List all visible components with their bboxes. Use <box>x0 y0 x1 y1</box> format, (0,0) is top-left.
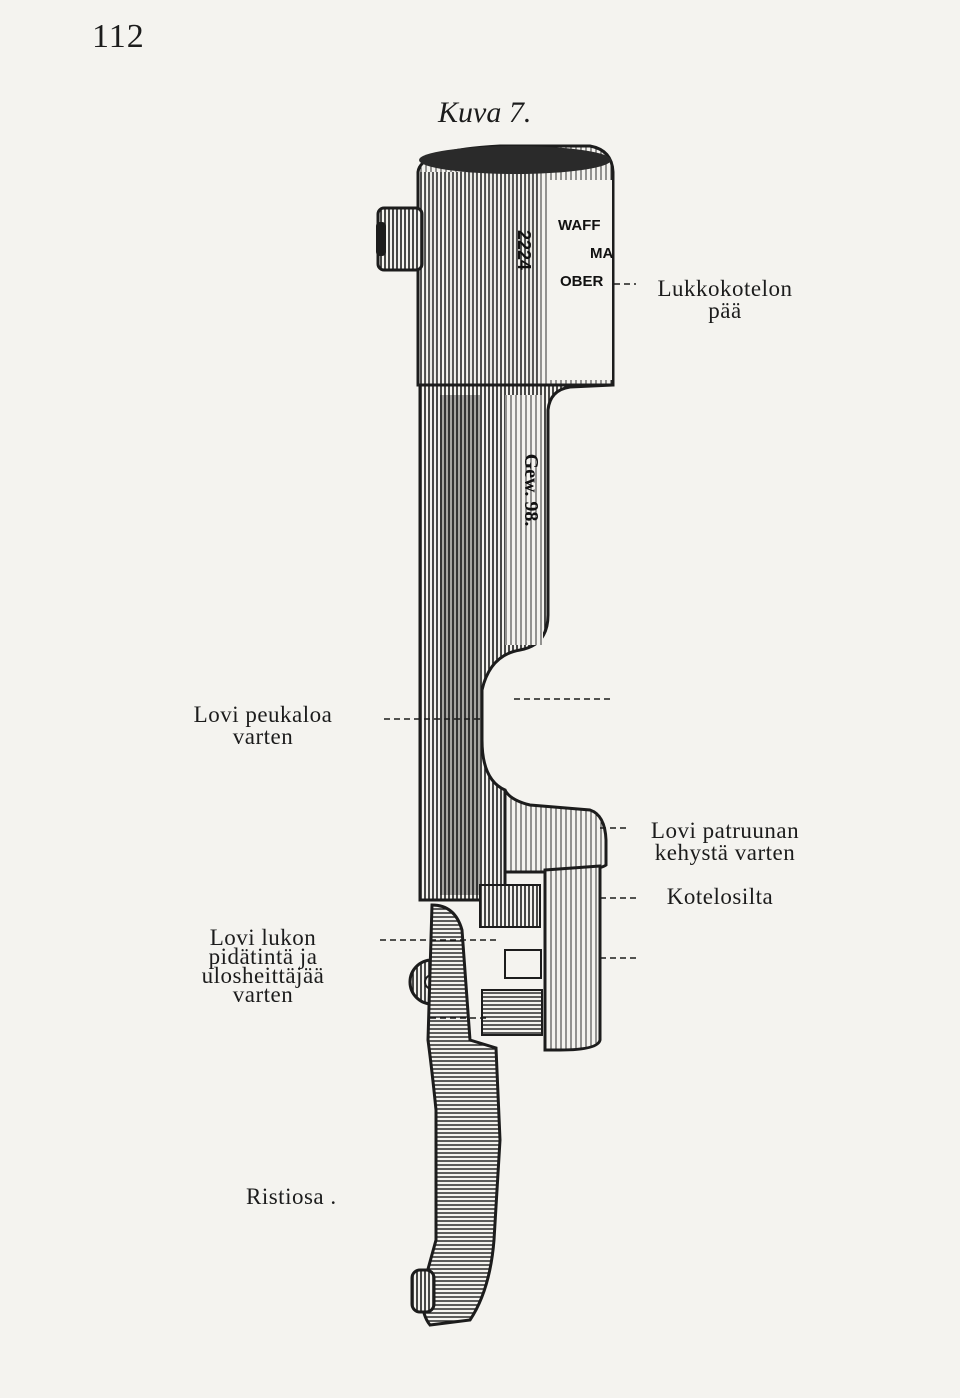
label-line: Lovi patruunan <box>650 818 800 843</box>
label-line: Lovi lukon <box>209 925 317 950</box>
label-line: Lovi peukaloa <box>193 702 333 727</box>
side-lug <box>376 206 424 272</box>
receiver-bridge <box>479 789 608 1052</box>
label-line: Ristiosa . <box>246 1184 337 1209</box>
label-line: varten <box>232 982 294 1007</box>
label-ristiosa: Ristiosa . <box>246 1184 376 1209</box>
receiver-ring <box>416 144 615 387</box>
maker-line-3: OBER <box>560 273 604 290</box>
label-lukkokotelon-paa: Lukkokotelon pää <box>640 276 810 323</box>
label-lovi-patruunan: Lovi patruunan kehystä varten <box>630 818 820 865</box>
maker-line-1: WAFF <box>558 217 601 234</box>
label-lovi-peukaloa: Lovi peukaloa varten <box>168 702 358 749</box>
leader-lines <box>380 283 636 1019</box>
stamp-maker: WAFF MA OBER <box>558 217 613 290</box>
label-line: pidätintä ja <box>208 944 318 969</box>
label-line: kehystä varten <box>654 840 796 865</box>
figure-title: Kuva 7. <box>438 96 532 129</box>
tang <box>410 903 502 1327</box>
stamp-model: Gew. 98. <box>520 454 542 527</box>
receiver-body <box>418 383 614 902</box>
maker-line-2: MA <box>590 245 613 262</box>
label-line: Lukkokotelon <box>657 276 793 301</box>
stamp-serial: 2224 <box>514 230 534 270</box>
serial-number: 2224 <box>514 230 534 270</box>
label-line: Kotelosilta <box>666 884 774 909</box>
model-marking: Gew. 98. <box>520 454 542 527</box>
label-line: varten <box>232 724 294 749</box>
label-line: pää <box>708 298 742 323</box>
page-number: 112 <box>92 18 145 55</box>
label-lovi-lukon: Lovi lukon pidätintä ja ulosheittäjää va… <box>178 925 348 1007</box>
label-line: ulosheittäjää <box>201 963 325 988</box>
label-kotelosilta: Kotelosilta <box>650 884 790 909</box>
